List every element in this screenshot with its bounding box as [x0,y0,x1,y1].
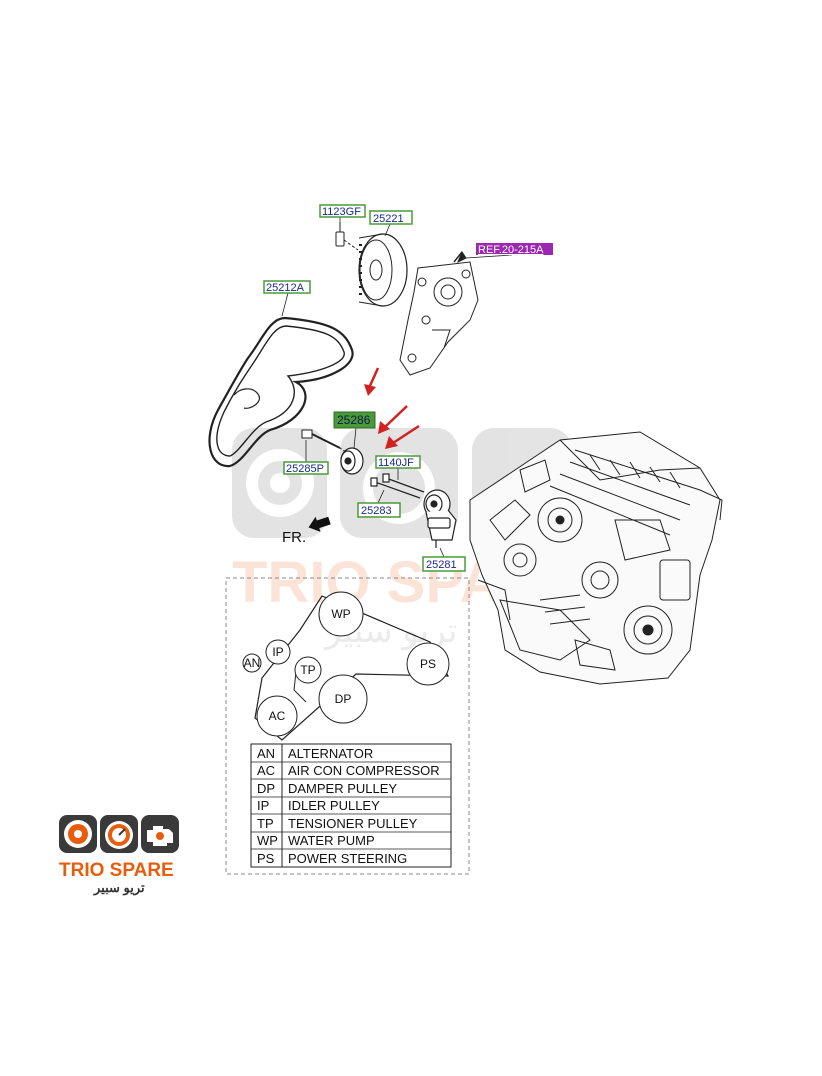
legend-row: AC AIR CON COMPRESSOR [257,763,440,778]
damper-pulley-part [358,233,408,307]
legend-code: AC [257,763,275,778]
callout-label: 1140JF [378,457,414,469]
pulley-label: TP [300,663,315,677]
gauge-icon [100,815,138,853]
legend-name: IDLER PULLEY [288,798,380,813]
callout-label: 25212A [266,282,305,294]
callout-ref: REF.20-215A [476,243,553,256]
engine-icon [141,815,179,853]
idler-pulley-part [340,447,364,475]
legend-row: AN ALTERNATOR [257,746,373,761]
red-arrows [364,367,420,449]
bolt-25285p [301,429,347,453]
legend-name: AIR CON COMPRESSOR [288,763,440,778]
callout-25281: 25281 [422,556,466,572]
callout-label: REF.20-215A [478,244,544,256]
pulley-dp: DP [318,674,368,724]
legend-code: WP [257,833,278,848]
callout-label: 25285P [286,463,324,475]
callout-1140jf: 1140JF [375,455,421,469]
belt-routing-panel: WP IP AN TP PS DP AC [225,577,470,875]
front-label: FR. [282,529,306,546]
logo-text-arabic: تريو سبير [93,880,145,896]
pulley-label: IP [272,645,283,659]
legend-name: DAMPER PULLEY [288,781,397,796]
legend-row: TP TENSIONER PULLEY [257,816,418,831]
pulley-ip: IP [265,639,291,665]
pulley-label: AN [244,656,261,670]
pulley-label: WP [331,607,350,621]
legend-row: DP DAMPER PULLEY [257,781,397,796]
pulley-ps: PS [406,642,450,686]
pulley-label: AC [269,709,286,723]
callout-1123gf: 1123GF [319,204,366,218]
engine-illustration [469,431,723,685]
serpentine-belt-part [208,316,354,468]
tensioner-assembly-part [423,489,457,548]
legend-code: PS [257,851,275,866]
pulley-an: AN [242,653,262,673]
callout-label: 25281 [426,559,457,571]
leader-lines [281,217,513,558]
legend-code: TP [257,816,274,831]
pulley-label: DP [335,692,352,706]
callout-25212a: 25212A [263,280,311,294]
bolt-1123gf [335,222,359,251]
bolts-1140jf [370,473,425,499]
callout-25286: 25286 [333,411,376,429]
legend-row: WP WATER PUMP [257,833,375,848]
front-direction-indicator: FR. [282,516,331,546]
pulley-wp: WP [318,591,364,637]
legend-row: IP IDLER PULLEY [257,798,380,813]
legend-code: DP [257,781,275,796]
disc-icon [59,815,97,853]
legend-row: PS POWER STEERING [257,851,407,866]
callout-label: 25221 [373,213,404,225]
legend-table: AN ALTERNATOR AC AIR CON COMPRESSOR DP D… [250,743,452,868]
legend-name: ALTERNATOR [288,746,373,761]
logo-text: TRIO SPARE [59,860,174,881]
legend-code: IP [257,798,269,813]
brand-logo: TRIO SPARE تريو سبير [59,815,179,896]
callout-label: 25286 [337,413,371,427]
arrow-left-icon [308,516,331,532]
water-pump-housing [399,250,479,376]
legend-name: POWER STEERING [288,851,407,866]
pulley-tp: TP [294,656,322,684]
legend-name: TENSIONER PULLEY [288,816,418,831]
callout-25285p: 25285P [283,461,329,475]
pulley-ac: AC [256,695,298,737]
callout-label: 25283 [361,505,392,517]
callout-label: 1123GF [322,206,361,218]
callout-25283: 25283 [357,502,401,518]
callout-25221: 25221 [369,210,413,225]
pulley-label: PS [420,657,436,671]
legend-name: WATER PUMP [288,833,375,848]
legend-code: AN [257,746,275,761]
